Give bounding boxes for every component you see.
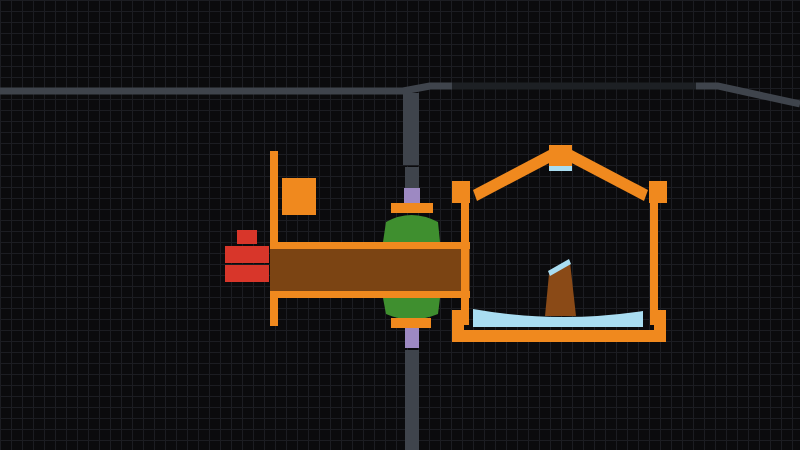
right-corner-block [649,181,667,203]
piston-body [545,262,576,316]
spring-upper [404,188,420,204]
green-wheel-lower [383,298,440,348]
axle-beam [270,242,470,298]
left-plate [270,151,278,326]
track-rail [0,82,800,108]
brown-piston [545,259,576,316]
roof-left [473,149,555,201]
piston-highlight [548,259,571,276]
right-wall [650,200,658,325]
roof-peak-drip [549,166,572,171]
wheel-hub-upper [391,203,433,213]
frame-square-block [282,178,316,215]
post-lower [405,350,419,450]
wheel-lower [383,298,440,320]
water-tray [473,309,643,327]
left-corner-block [452,181,470,203]
roof-right [566,149,648,201]
thruster-block [225,230,269,282]
thruster-cap [237,230,257,244]
wheel-upper [383,215,440,242]
left-wall [461,200,469,325]
wheel-hub-lower [391,318,431,328]
post-upper [403,93,419,165]
axle-bottom-rail [270,291,470,298]
vertical-guide-post [403,93,419,450]
axle-core [270,249,470,291]
post-mid [405,167,419,189]
spring-lower [405,328,419,348]
green-wheel-upper [383,188,440,242]
axle-top-rail [270,242,470,249]
roof-peak-block [549,145,572,166]
orange-frame-house [452,145,667,342]
floor [452,330,666,342]
thruster-top [225,246,269,263]
thruster-bottom [225,265,269,282]
